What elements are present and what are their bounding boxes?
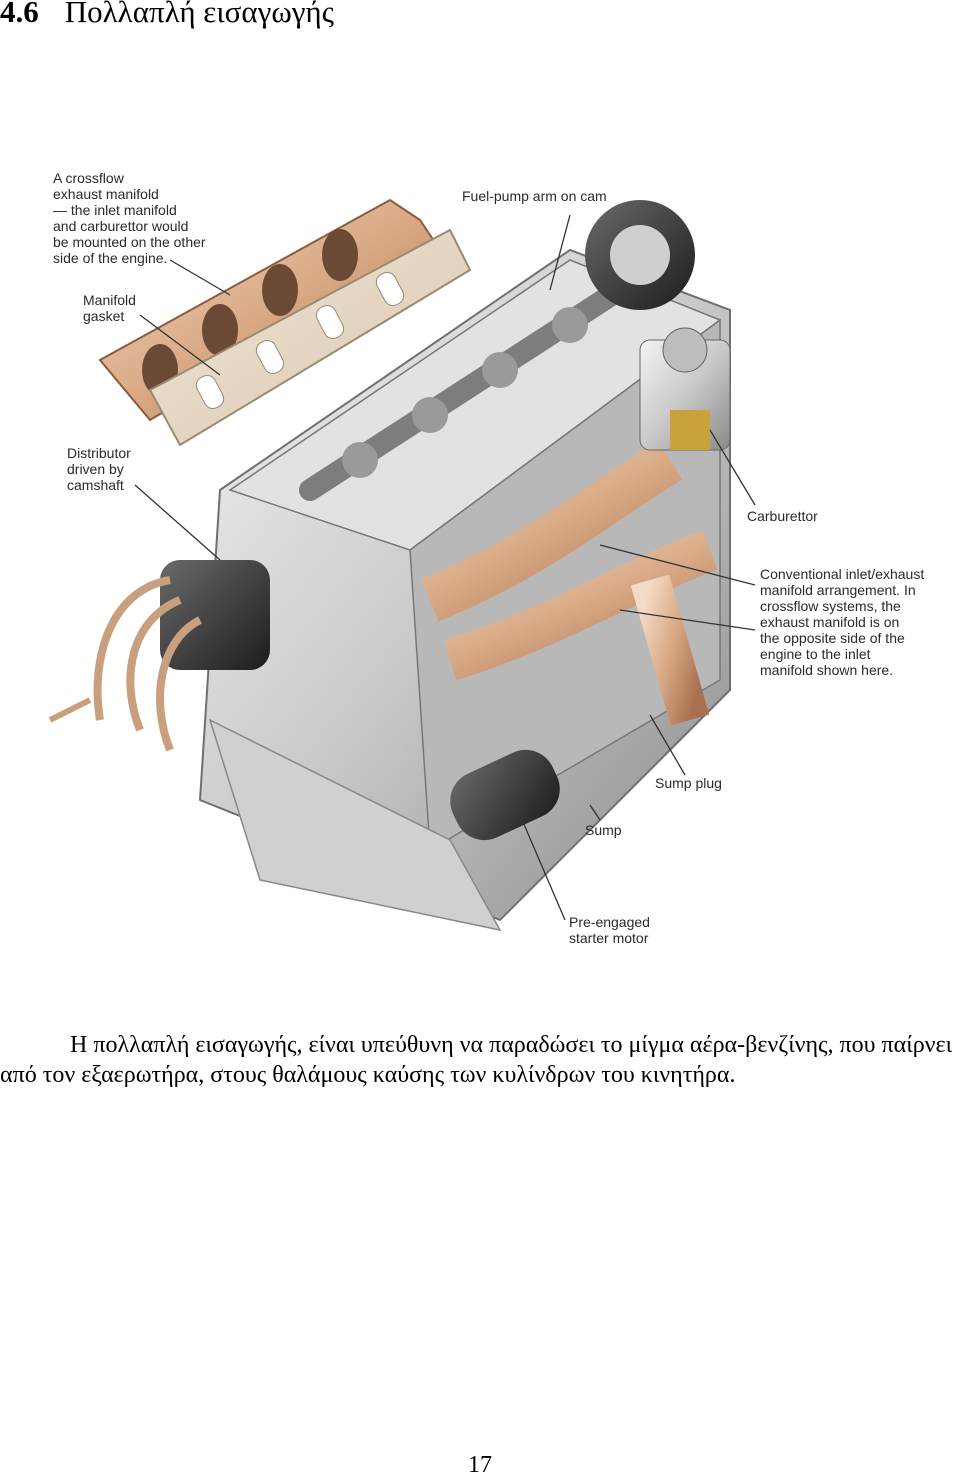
callout-distributor: Distributor driven by camshaft (67, 445, 131, 493)
section-title: Πολλαπλή εισαγωγής (64, 0, 334, 29)
callout-manifold-gasket: Manifold gasket (83, 292, 136, 324)
section-number: 4.6 (0, 0, 39, 29)
section-heading: 4.6 Πολλαπλή εισαγωγής (0, 0, 334, 30)
body-paragraph: Η πολλαπλή εισαγωγής, είναι υπεύθυνη να … (0, 1032, 953, 1088)
page-number: 17 (468, 1452, 492, 1478)
distributor (48, 560, 270, 752)
callout-carburettor: Carburettor (747, 508, 818, 524)
crossflow-manifold (98, 198, 442, 422)
callout-fuel-pump: Fuel-pump arm on cam (462, 188, 607, 204)
manifold-gasket (148, 228, 472, 447)
carburettor (639, 327, 731, 451)
callout-sump: Sump (585, 822, 622, 838)
inlet-exhaust-manifold (421, 440, 718, 726)
leader-lines (134, 214, 756, 921)
callout-sump-plug: Sump plug (655, 775, 722, 791)
callout-crossflow: A crossflow exhaust manifold — the inlet… (53, 170, 206, 266)
callout-conventional: Conventional inlet/exhaust manifold arra… (760, 566, 925, 678)
callout-starter: Pre-engaged starter motor (569, 914, 650, 946)
engine-drawing (48, 198, 756, 932)
starter-motor (450, 749, 560, 841)
engine-illustration: A crossflow exhaust manifold — the inlet… (30, 160, 945, 960)
